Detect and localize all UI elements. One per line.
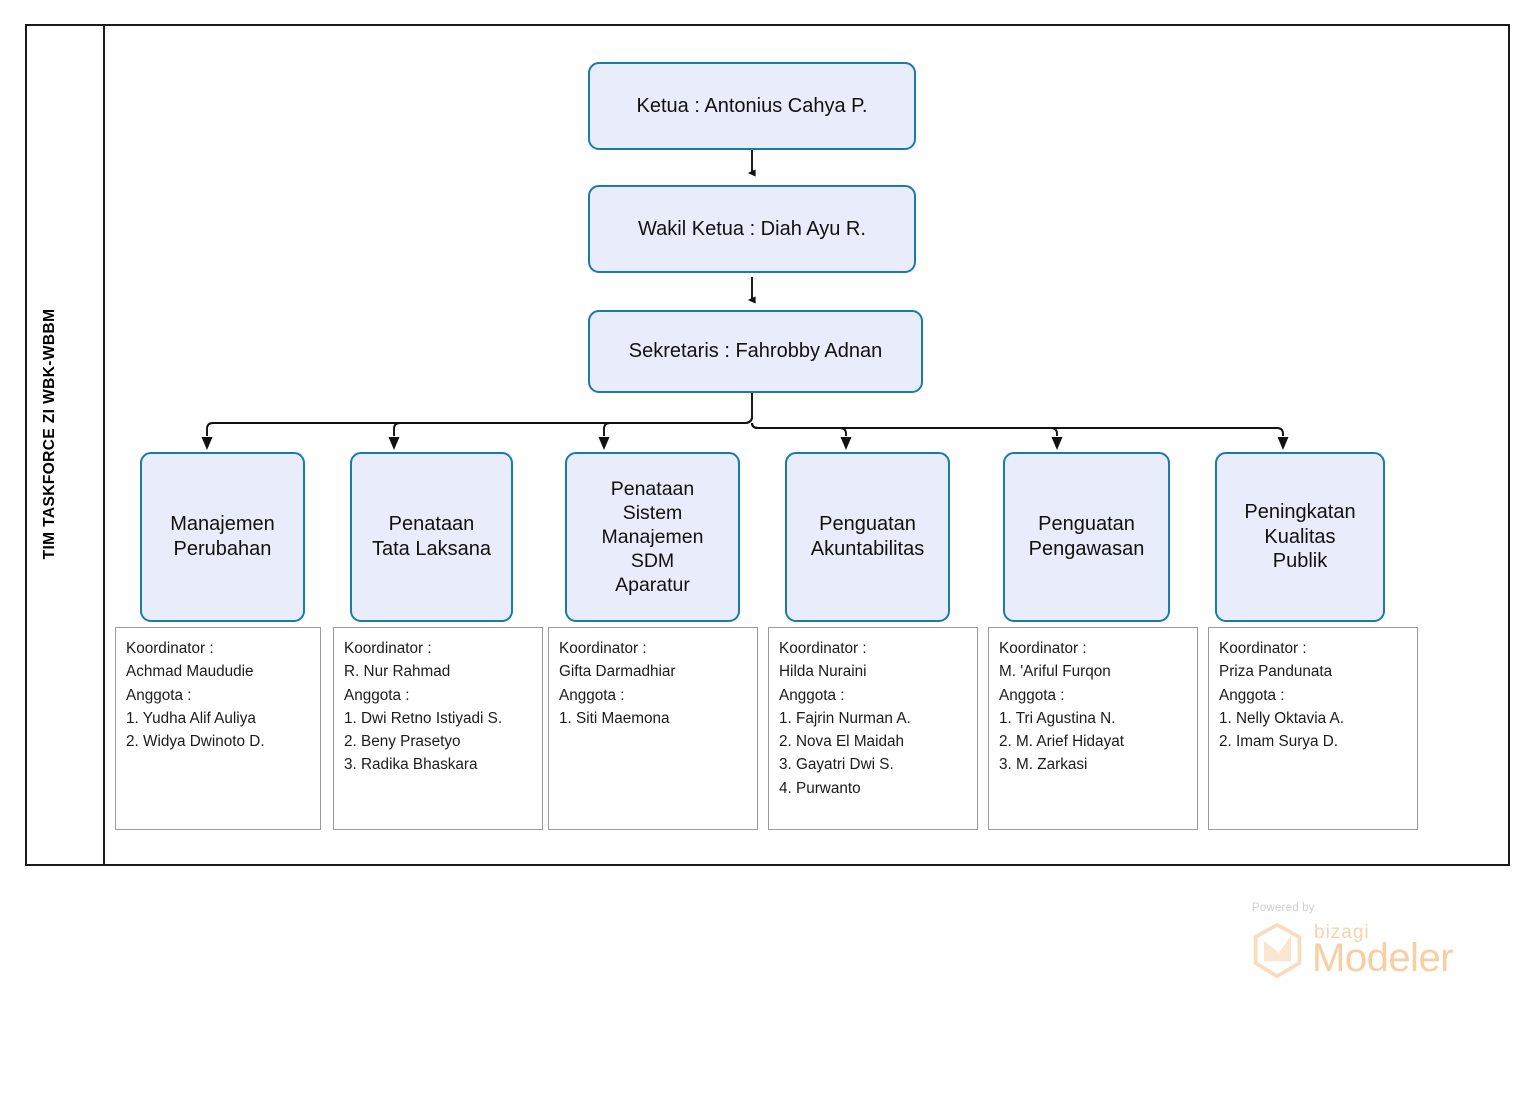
members-label: Anggota :: [559, 686, 625, 704]
coordinator-name: R. Nur Rahmad: [344, 663, 451, 681]
node-sekretaris[interactable]: Sekretaris : Fahrobby Adnan: [588, 310, 923, 393]
lane-label: TIM TASKFORCE ZI WBK-WBBM: [41, 308, 58, 560]
member-item: 1. Fajrin Nurman A.: [779, 709, 911, 727]
member-item: 1. Nelly Oktavia A.: [1219, 709, 1344, 727]
members-label: Anggota :: [1219, 686, 1285, 704]
member-item: 3. Radika Bhaskara: [344, 756, 478, 774]
member-item: 3. Gayatri Dwi S.: [779, 756, 894, 774]
coordinator-name: Hilda Nuraini: [779, 663, 867, 681]
member-item: 2. Beny Prasetyo: [344, 733, 461, 750]
coordinator-name: M. 'Ariful Furqon: [999, 663, 1111, 681]
powered-by-label: Powered by: [1252, 902, 1315, 914]
detail-box-penataan-tata-laksana: Koordinator : R. Nur Rahmad Anggota : 1.…: [333, 627, 543, 830]
coordinator-label: Koordinator :: [999, 640, 1087, 657]
node-ketua[interactable]: Ketua : Antonius Cahya P.: [588, 62, 916, 150]
detail-box-manajemen-perubahan: Koordinator : Achmad Maududie Anggota : …: [115, 627, 321, 830]
members-label: Anggota :: [999, 686, 1065, 704]
member-item: 1. Siti Maemona: [559, 709, 670, 727]
member-item: 2. Nova El Maidah: [779, 733, 904, 750]
lane-divider: [103, 24, 105, 866]
coordinator-label: Koordinator :: [1219, 640, 1307, 657]
member-item: 2. Widya Dwinoto D.: [126, 733, 265, 750]
coordinator-label: Koordinator :: [126, 640, 214, 657]
members-label: Anggota :: [344, 686, 410, 704]
member-item: 1. Tri Agustina N.: [999, 709, 1116, 727]
members-label: Anggota :: [779, 686, 845, 704]
member-item: 1. Dwi Retno Istiyadi S.: [344, 709, 503, 727]
coordinator-label: Koordinator :: [559, 640, 647, 657]
detail-box-penataan-sistem-manajemen-sdm-aparatur: Koordinator : Gifta Darmadhiar Anggota :…: [548, 627, 758, 830]
coordinator-label: Koordinator :: [344, 640, 432, 657]
member-item: 4. Purwanto: [779, 779, 861, 797]
detail-box-penguatan-akuntabilitas: Koordinator : Hilda Nuraini Anggota : 1.…: [768, 627, 978, 830]
coordinator-label: Koordinator :: [779, 640, 867, 657]
bizagi-wordmark: bizagi: [1314, 922, 1370, 943]
bizagi-hexagon-icon: [1253, 922, 1302, 979]
coordinator-name: Gifta Darmadhiar: [559, 663, 676, 681]
member-item: 2. M. Arief Hidayat: [999, 733, 1124, 750]
members-label: Anggota :: [126, 686, 192, 704]
bizagi-modeler-logo: Powered by bizagi Modeler: [1248, 902, 1458, 982]
coordinator-name: Achmad Maududie: [126, 663, 254, 681]
member-item: 1. Yudha Alif Auliya: [126, 709, 256, 727]
coordinator-name: Priza Pandunata: [1219, 663, 1333, 681]
modeler-wordmark: Modeler: [1312, 936, 1454, 980]
node-wakil-ketua[interactable]: Wakil Ketua : Diah Ayu R.: [588, 185, 916, 273]
detail-box-peningkatan-kualitas-publik: Koordinator : Priza Pandunata Anggota : …: [1208, 627, 1418, 830]
member-item: 3. M. Zarkasi: [999, 756, 1088, 774]
member-item: 2. Imam Surya D.: [1219, 733, 1339, 750]
detail-box-penguatan-pengawasan: Koordinator : M. 'Ariful Furqon Anggota …: [988, 627, 1198, 830]
